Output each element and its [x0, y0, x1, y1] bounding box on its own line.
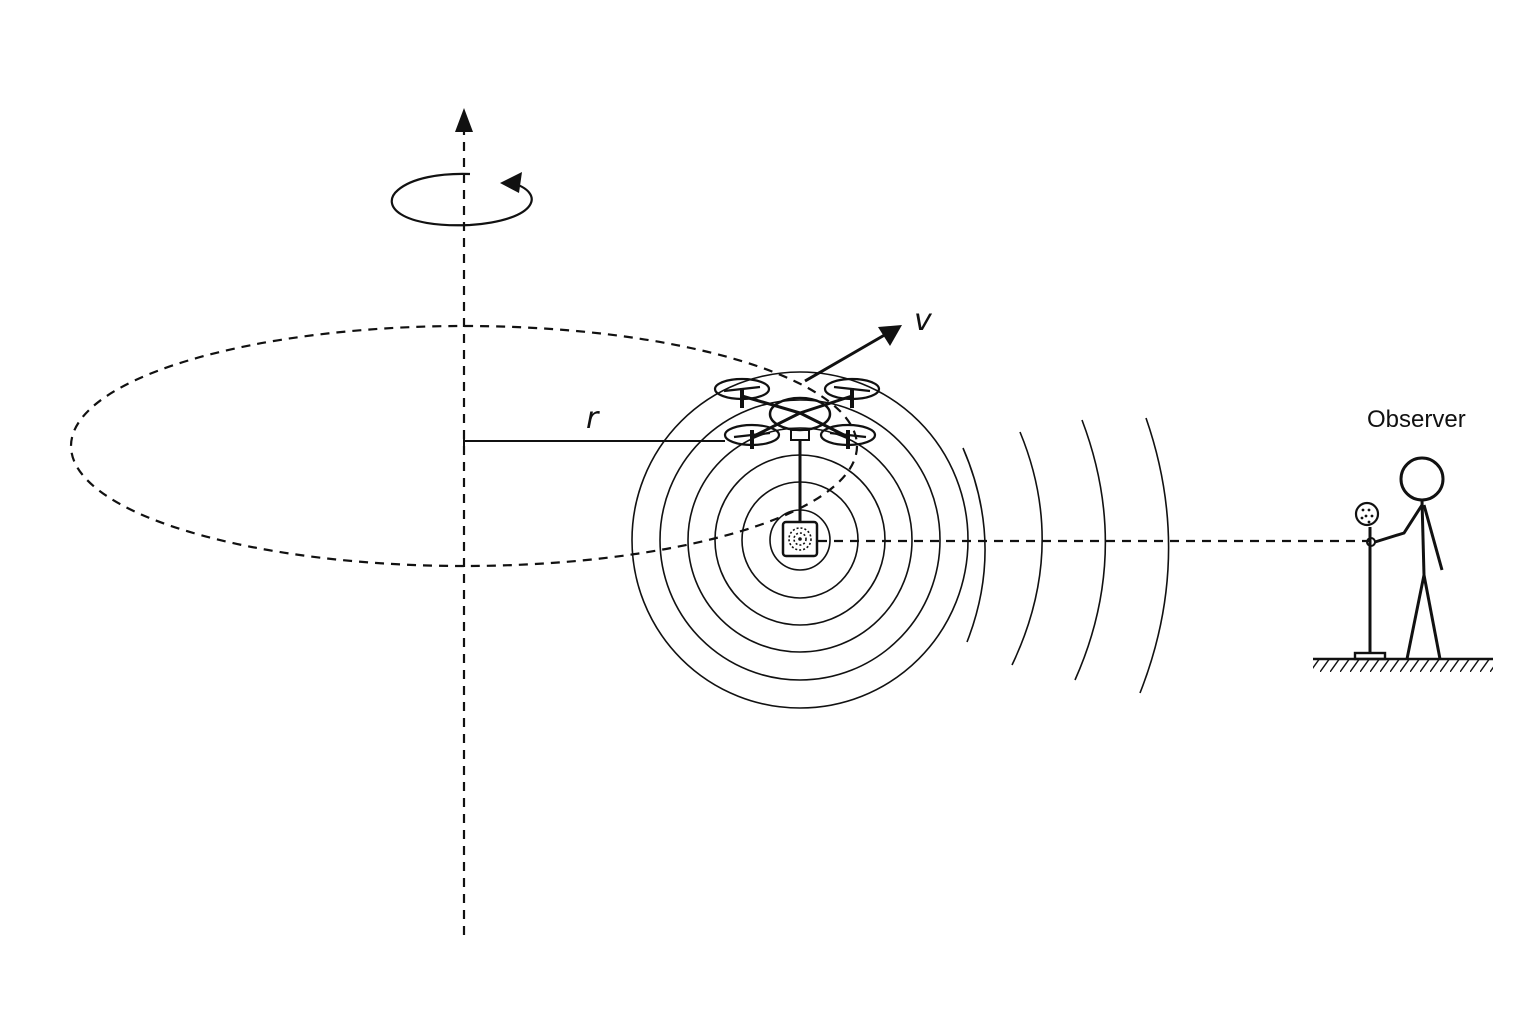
rotation-arrow-icon [390, 172, 533, 227]
radius-line [463, 434, 725, 446]
stick-figure-icon [1374, 456, 1445, 660]
ground [1313, 657, 1493, 672]
velocity-label: v [914, 303, 933, 338]
observer-label: Observer [1367, 406, 1466, 433]
microphone-icon [1353, 501, 1387, 661]
flight-path-orbit [69, 324, 859, 568]
radius-label: r [586, 401, 600, 436]
axis-arrowhead [455, 108, 473, 132]
sound-waves-far [962, 417, 1170, 694]
quadcopter-icon [713, 377, 881, 521]
loudspeaker-icon [781, 520, 819, 558]
rotation-axis [455, 108, 473, 935]
